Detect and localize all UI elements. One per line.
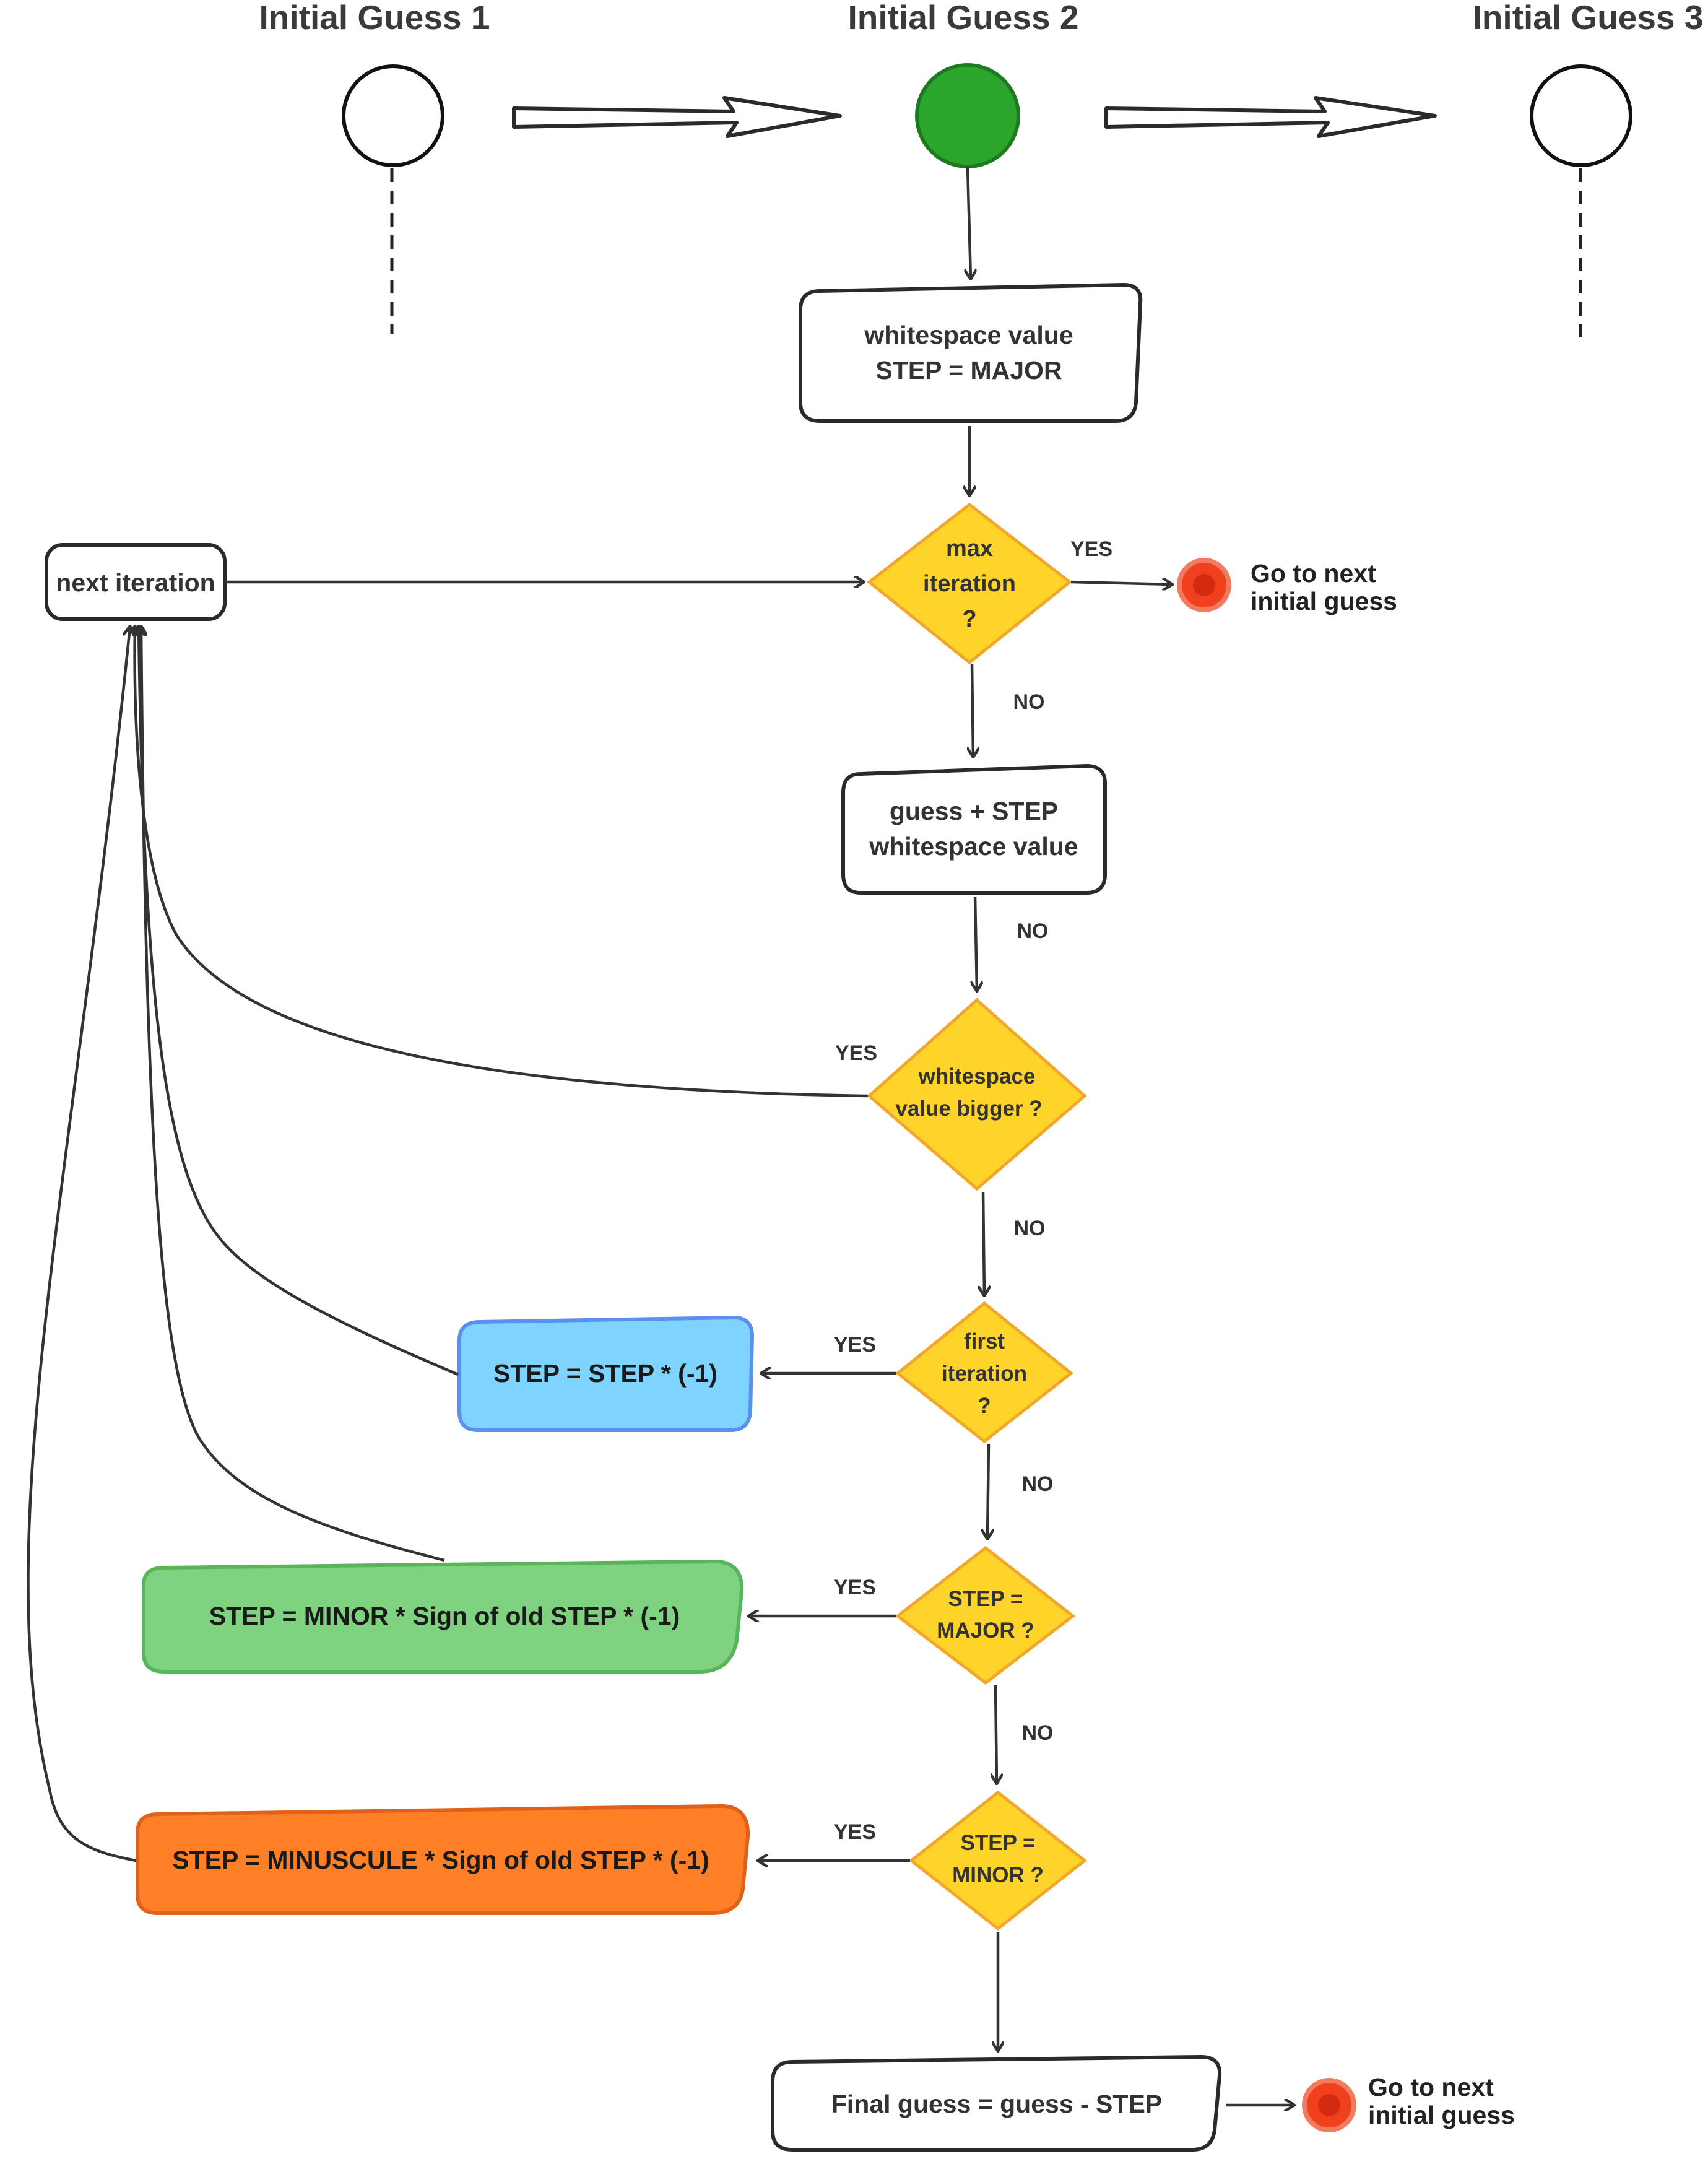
guess-1-to-2-hollow-arrow	[512, 96, 842, 138]
major-yes-label: YES	[834, 1576, 876, 1599]
go-to-next-1-line1: Go to next	[1251, 559, 1376, 588]
edge-minuscule-back	[27, 627, 137, 1862]
header-initial-guess-3: Initial Guess 3	[1473, 0, 1704, 37]
step-major-diamond	[895, 1545, 1076, 1685]
final-guess-label: Final guess = guess - STEP	[831, 2090, 1162, 2118]
guess-step-line2: whitespace value	[869, 832, 1078, 861]
initial-guess-2-node	[915, 63, 1020, 168]
max-iteration-line2: iteration	[923, 571, 1016, 597]
initial-guess-3-node	[1530, 64, 1632, 167]
edge-max-no	[972, 664, 973, 757]
max-yes-label: YES	[1070, 537, 1112, 561]
step-minuscule-label: STEP = MINUSCULE * Sign of old STEP * (-…	[172, 1846, 709, 1874]
minor-yes-label: YES	[834, 1820, 876, 1844]
value-bigger-line1: whitespace	[918, 1064, 1036, 1088]
next-iteration-label: next iteration	[56, 568, 215, 597]
guess-2-to-3-hollow-arrow	[1104, 96, 1437, 138]
edge-negate-back	[139, 627, 459, 1376]
terminal-go-to-next-1-inner	[1193, 574, 1215, 596]
next-iteration-box	[45, 543, 227, 621]
guess-no-label: NO	[1017, 919, 1049, 943]
edge-max-yes	[1070, 582, 1172, 584]
guess-step-line1: guess + STEP	[890, 797, 1058, 825]
edge-guess-step-no	[975, 896, 977, 991]
step-negate-box	[457, 1315, 755, 1432]
edge-bigger-no	[983, 1191, 984, 1295]
step-minor-box	[142, 1559, 744, 1674]
go-to-next-2-line2: initial guess	[1368, 2101, 1515, 2129]
step-minor-label: STEP = MINOR * Sign of old STEP * (-1)	[209, 1602, 680, 1630]
major-no-label: NO	[1022, 1721, 1054, 1745]
terminal-go-to-next-2-inner	[1318, 2094, 1340, 2116]
bigger-yes-label: YES	[835, 1041, 877, 1065]
edge-first-no	[987, 1443, 989, 1539]
edge-major-no	[995, 1685, 997, 1783]
max-no-label: NO	[1013, 690, 1045, 714]
first-iteration-line3: ?	[978, 1394, 991, 1418]
header-initial-guess-2: Initial Guess 2	[848, 0, 1079, 37]
edge-bigger-yes	[135, 627, 869, 1098]
edge-minor-back	[141, 627, 445, 1562]
step-minuscule-box	[136, 1804, 750, 1915]
start-box-line1: whitespace value	[864, 321, 1073, 349]
start-box	[799, 282, 1143, 423]
value-bigger-diamond	[867, 997, 1087, 1191]
max-iteration-line1: max	[946, 536, 993, 562]
initial-guess-1-node	[342, 64, 444, 167]
edge-guess-to-start	[968, 167, 971, 279]
step-minor-dia-line1: STEP =	[961, 1831, 1036, 1855]
value-bigger-line2: value bigger ?	[895, 1097, 1042, 1121]
first-yes-label: YES	[834, 1333, 876, 1357]
start-box-line2: STEP = MAJOR	[875, 356, 1062, 384]
bigger-no-label: NO	[1014, 1217, 1046, 1240]
step-negate-label: STEP = STEP * (-1)	[493, 1359, 717, 1388]
guess-step-box	[841, 763, 1107, 895]
max-iteration-diamond	[866, 502, 1073, 665]
step-major-line2: MAJOR ?	[937, 1618, 1034, 1643]
first-iteration-line1: first	[964, 1329, 1005, 1353]
first-iteration-diamond	[895, 1301, 1074, 1444]
go-to-next-2-line1: Go to next	[1368, 2073, 1494, 2101]
final-guess-box	[771, 2054, 1222, 2152]
step-major-line1: STEP =	[948, 1587, 1023, 1611]
max-iteration-line3: ?	[962, 606, 976, 632]
first-no-label: NO	[1022, 1472, 1054, 1496]
first-iteration-line2: iteration	[942, 1362, 1027, 1386]
step-minor-diamond	[908, 1790, 1088, 1931]
go-to-next-1-line2: initial guess	[1251, 587, 1397, 615]
header-initial-guess-1: Initial Guess 1	[259, 0, 490, 37]
step-minor-dia-line2: MINOR ?	[952, 1863, 1044, 1887]
